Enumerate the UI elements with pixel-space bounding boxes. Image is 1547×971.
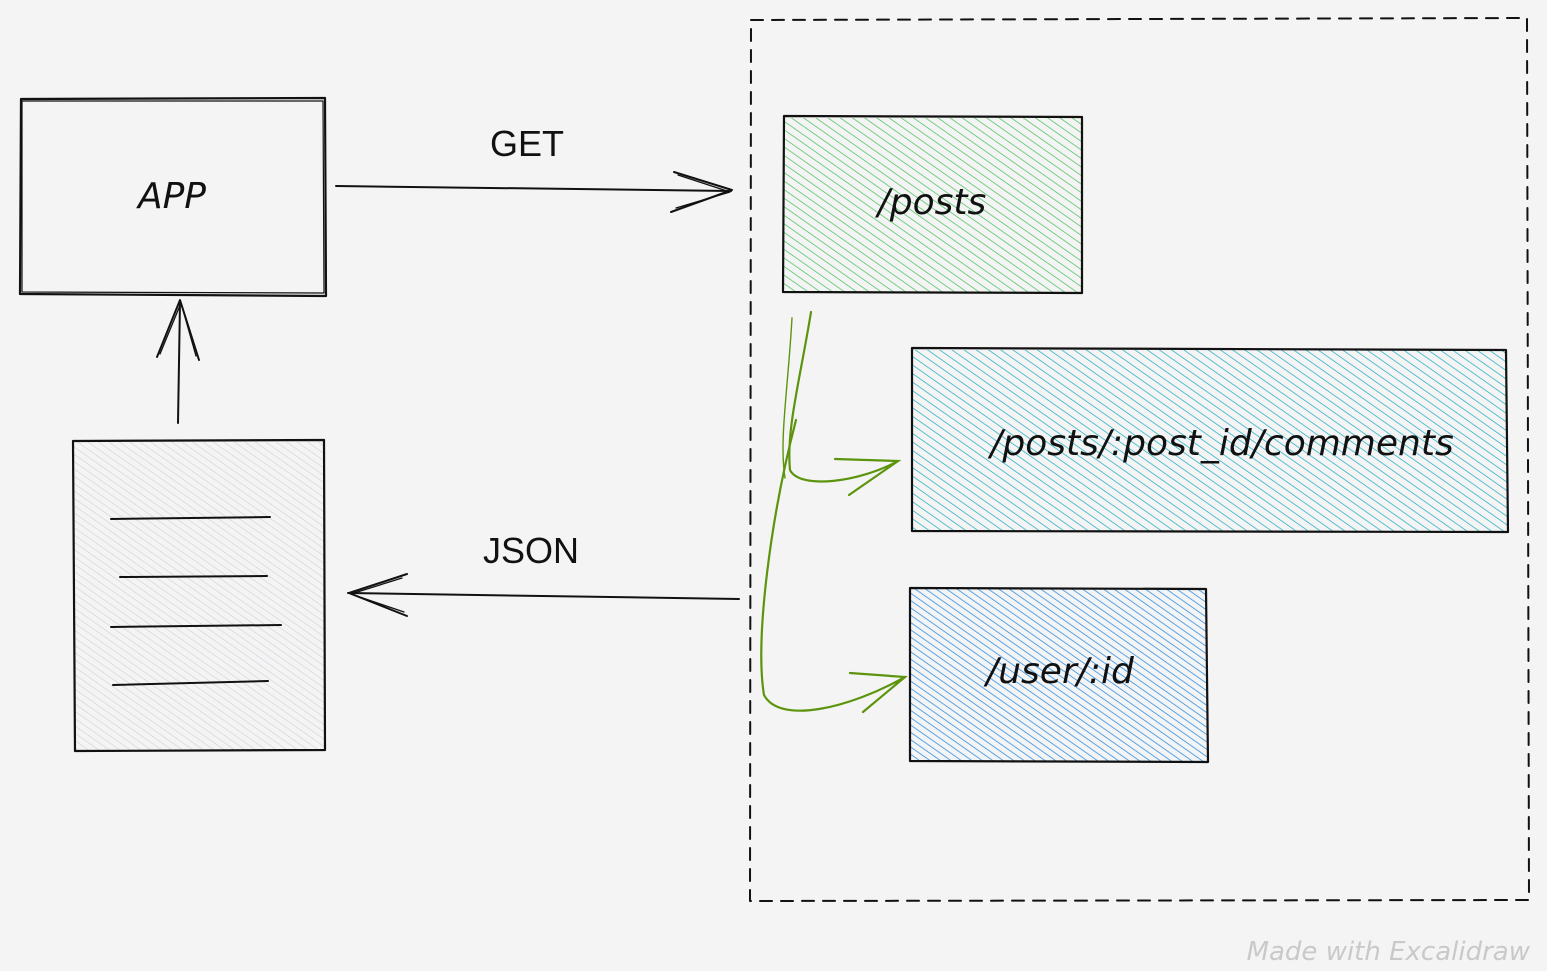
json-label: JSON — [483, 530, 579, 571]
posts-label: /posts — [875, 182, 987, 223]
app-label: APP — [136, 176, 206, 217]
user-label: /user/:id — [983, 651, 1135, 692]
app-node: APP — [18, 96, 328, 298]
document-line — [110, 516, 271, 520]
user-endpoint: /user/:id — [908, 586, 1210, 764]
comments-label: /posts/:post_id/comments — [987, 423, 1453, 464]
server-boundary — [749, 17, 1530, 902]
document-line — [110, 624, 282, 628]
get-label: GET — [490, 123, 564, 164]
document-line — [119, 575, 268, 578]
branch-arrows — [760, 310, 908, 714]
arrow-get: GET — [335, 123, 733, 213]
json-document — [71, 438, 327, 753]
excalidraw-watermark: Made with Excalidraw — [1247, 937, 1531, 967]
arrow-json: JSON — [347, 530, 740, 617]
posts-endpoint: /posts — [781, 114, 1084, 295]
arrow-document-to-app — [156, 299, 200, 424]
comments-endpoint: /posts/:post_id/comments — [910, 346, 1510, 534]
document-line — [112, 680, 269, 686]
